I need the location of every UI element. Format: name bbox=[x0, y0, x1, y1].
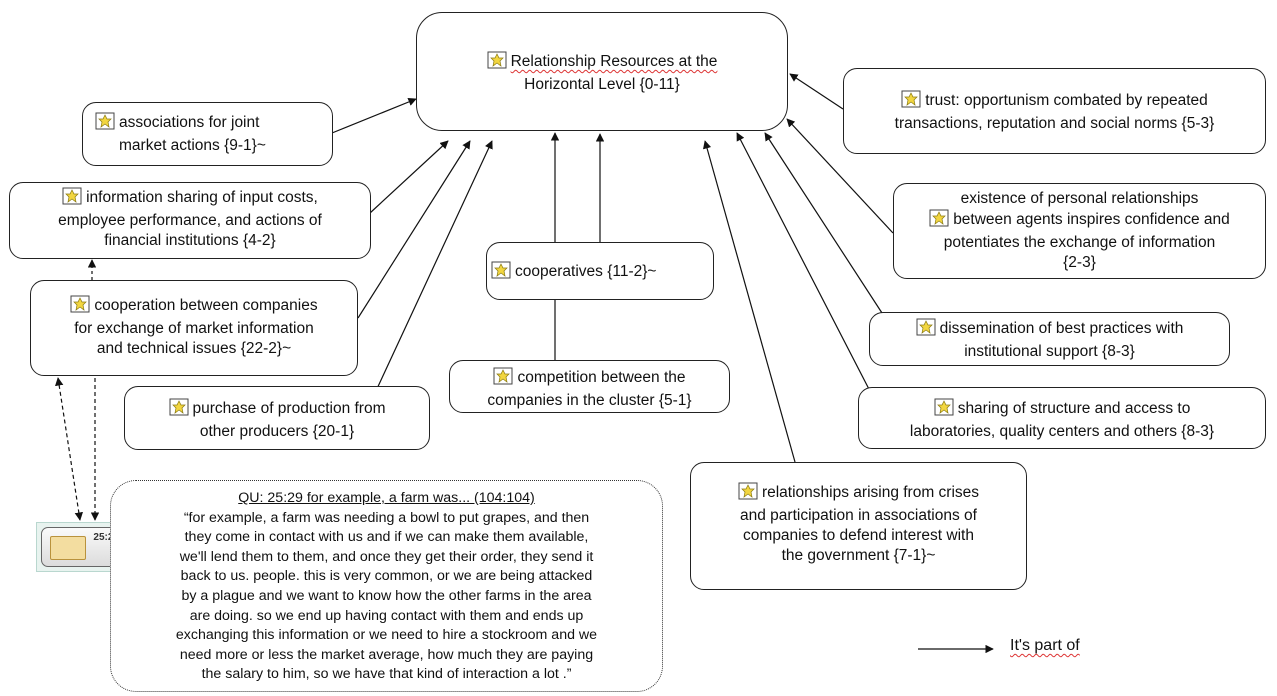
associations-line1: associations for joint bbox=[119, 114, 260, 131]
code-node-icon bbox=[934, 398, 954, 422]
node-purchase[interactable]: purchase of production from other produc… bbox=[124, 386, 430, 450]
crises-line2: and participation in associations of bbox=[740, 507, 977, 524]
code-node-icon bbox=[929, 209, 949, 233]
dashed-link-quotation-a bbox=[55, 377, 83, 521]
arrow-trust-to-central bbox=[789, 73, 844, 110]
crises-line3: companies to defend interest with bbox=[743, 527, 974, 544]
crises-line1: relationships arising from crises bbox=[761, 484, 980, 501]
quotation-line: exchanging this information or we need t… bbox=[175, 627, 598, 644]
code-node-icon bbox=[62, 187, 82, 211]
quotation-line: are doing. so we end up having contact w… bbox=[189, 607, 584, 624]
code-node-icon bbox=[738, 482, 758, 506]
node-cooperatives[interactable]: cooperatives {11-2}~ bbox=[486, 242, 714, 300]
node-dissemination[interactable]: dissemination of best practices with ins… bbox=[869, 312, 1230, 366]
quotation-line: “for example, a farm was needing a bowl … bbox=[183, 509, 590, 526]
arrow-cooperation-to-central bbox=[357, 140, 471, 319]
code-node-icon bbox=[70, 295, 90, 319]
node-associations[interactable]: associations for joint market actions {9… bbox=[82, 102, 333, 166]
purchase-line1: purchase of production from bbox=[192, 400, 386, 417]
node-crises[interactable]: relationships arising from crises and pa… bbox=[690, 462, 1027, 590]
code-node-icon bbox=[901, 90, 921, 114]
quotation-line: we'll lend them to them, and once they g… bbox=[179, 548, 594, 565]
arrow-sharing-to-central bbox=[736, 132, 873, 396]
arrow-purchase-to-central bbox=[374, 140, 493, 394]
quotation-line: they come in contact with us and if we c… bbox=[184, 529, 589, 546]
node-info-sharing[interactable]: information sharing of input costs, empl… bbox=[9, 182, 371, 259]
code-node-icon bbox=[95, 112, 115, 136]
node-cooperation[interactable]: cooperation between companies for exchan… bbox=[30, 280, 358, 376]
arrow-crises-to-central bbox=[702, 140, 796, 463]
doc-sheet-icon bbox=[50, 536, 86, 560]
trust-line2: transactions, reputation and social norm… bbox=[894, 115, 1215, 132]
code-node-icon bbox=[169, 398, 189, 422]
cooperation-line3: and technical issues {22-2}~ bbox=[96, 340, 292, 357]
legend-label: It's part of bbox=[1010, 637, 1080, 654]
central-title-line1: Relationship Resources at the bbox=[510, 53, 718, 70]
cooperation-line2: for exchange of market information bbox=[74, 320, 314, 337]
personal-line2: between agents inspires confidence and bbox=[953, 211, 1230, 228]
quotation-line: need more or less the market average, ho… bbox=[179, 646, 594, 663]
node-sharing[interactable]: sharing of structure and access to labor… bbox=[858, 387, 1266, 449]
code-node-icon bbox=[487, 51, 507, 75]
code-node-icon bbox=[491, 261, 511, 285]
central-title-line2: Horizontal Level {0-11} bbox=[524, 76, 680, 93]
personal-line4: {2-3} bbox=[1063, 254, 1096, 271]
quotation-box[interactable]: QU: 25:29 for example, a farm was... (10… bbox=[110, 480, 663, 692]
info-sharing-line3: financial institutions {4-2} bbox=[104, 232, 276, 249]
competition-line1: competition between the bbox=[517, 369, 686, 386]
quotation-line: back to us. people. this is very common,… bbox=[180, 568, 593, 585]
cooperatives-line1: cooperatives {11-2}~ bbox=[515, 263, 657, 280]
node-trust[interactable]: trust: opportunism combated by repeated … bbox=[843, 68, 1266, 154]
purchase-line2: other producers {20-1} bbox=[199, 423, 355, 440]
central-node[interactable]: Relationship Resources at the Horizontal… bbox=[416, 12, 788, 131]
arrow-info-sharing-to-central bbox=[369, 140, 449, 214]
node-personal[interactable]: existence of personal relationships betw… bbox=[893, 183, 1266, 279]
sharing-line2: laboratories, quality centers and others… bbox=[909, 423, 1215, 440]
sharing-line1: sharing of structure and access to bbox=[957, 400, 1191, 417]
associations-line2: market actions {9-1}~ bbox=[119, 137, 266, 154]
dissemination-line1: dissemination of best practices with bbox=[939, 320, 1184, 337]
info-sharing-line2: employee performance, and actions of bbox=[58, 212, 322, 229]
code-node-icon bbox=[916, 318, 936, 342]
competition-line2: companies in the cluster {5-1} bbox=[487, 392, 692, 409]
quotation-line: by a plague and we want to know how the … bbox=[181, 587, 592, 604]
arrow-dissemination-to-central bbox=[764, 132, 883, 314]
doc-icon-code: 25:29 bbox=[93, 532, 119, 543]
info-sharing-line1: information sharing of input costs, bbox=[86, 189, 318, 206]
quotation-title: QU: 25:29 for example, a farm was... (10… bbox=[238, 490, 535, 506]
personal-line1: existence of personal relationships bbox=[960, 190, 1199, 207]
trust-line1: trust: opportunism combated by repeated bbox=[925, 92, 1208, 109]
crises-line4: the government {7-1}~ bbox=[781, 547, 936, 564]
node-competition[interactable]: competition between the companies in the… bbox=[449, 360, 730, 413]
cooperation-line1: cooperation between companies bbox=[94, 297, 318, 314]
dissemination-line2: institutional support {8-3} bbox=[964, 343, 1135, 360]
personal-line3: potentiates the exchange of information bbox=[943, 234, 1216, 251]
arrow-personal-to-central bbox=[786, 118, 894, 234]
quotation-line: the salary to him, so we have that kind … bbox=[201, 666, 572, 683]
arrow-associations-to-central bbox=[331, 97, 417, 134]
code-node-icon bbox=[493, 367, 513, 391]
